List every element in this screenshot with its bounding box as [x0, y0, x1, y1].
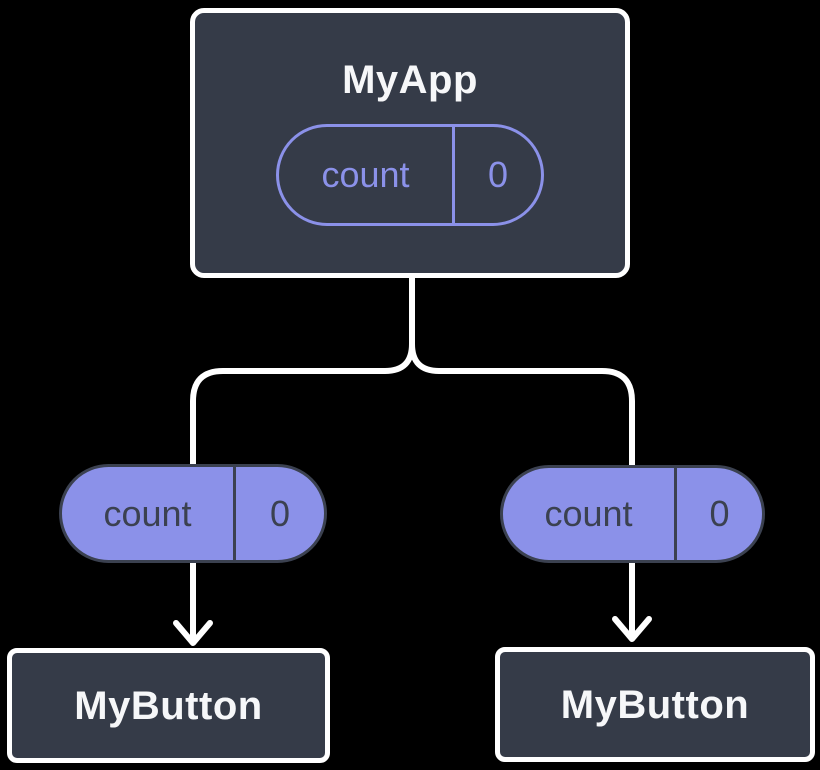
mybutton-node-left: MyButton	[7, 648, 330, 763]
myapp-node-title: MyApp	[342, 58, 478, 102]
prop-pill-right-value: 0	[709, 493, 730, 534]
mybutton-left-title: MyButton	[74, 683, 263, 728]
state-pill: count 0	[276, 124, 544, 226]
branch-left-line	[190, 274, 415, 645]
mybutton-right-title: MyButton	[560, 682, 750, 727]
state-pill-value: 0	[487, 154, 509, 195]
mybutton-node-right: MyButton	[495, 647, 815, 762]
arrowhead-left-icon	[173, 620, 213, 646]
prop-pill-right: count 0	[500, 465, 765, 563]
prop-pill-right-name: count	[503, 468, 677, 560]
arrowhead-right-icon	[612, 616, 652, 642]
myapp-node: MyApp count 0	[190, 8, 630, 278]
state-pill-name: count	[279, 127, 455, 223]
prop-pill-left-value: 0	[269, 492, 291, 534]
prop-pill-left-name: count	[62, 467, 236, 560]
branch-right-line	[409, 274, 635, 641]
prop-pill-left: count 0	[59, 464, 327, 563]
